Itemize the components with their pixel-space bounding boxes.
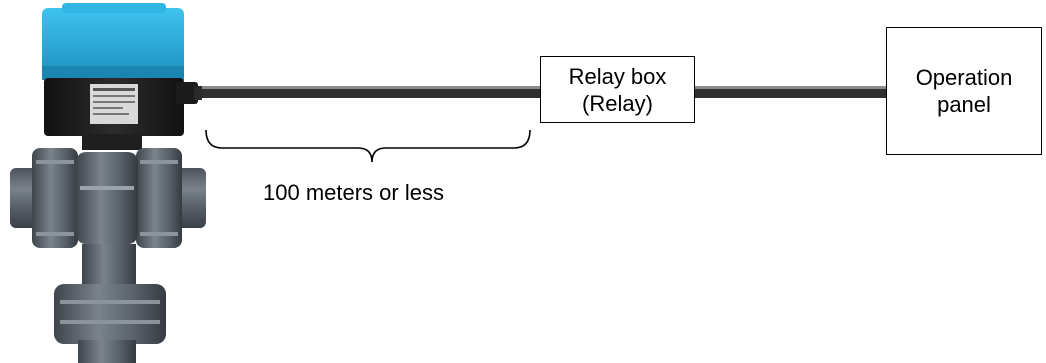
cable-valve-to-relay <box>195 86 541 98</box>
operation-panel: Operation panel <box>886 27 1042 155</box>
relay-box-subtitle: (Relay) <box>582 90 653 116</box>
distance-label: 100 meters or less <box>263 180 444 205</box>
operation-panel-line2: panel <box>937 92 991 117</box>
distance-bracket <box>205 129 531 163</box>
cable-relay-to-panel <box>695 86 887 98</box>
operation-panel-line1: Operation <box>915 65 1013 90</box>
relay-box-title: Relay box <box>568 63 667 89</box>
motorized-valve <box>10 3 206 363</box>
relay-box: Relay box (Relay) <box>540 56 695 123</box>
